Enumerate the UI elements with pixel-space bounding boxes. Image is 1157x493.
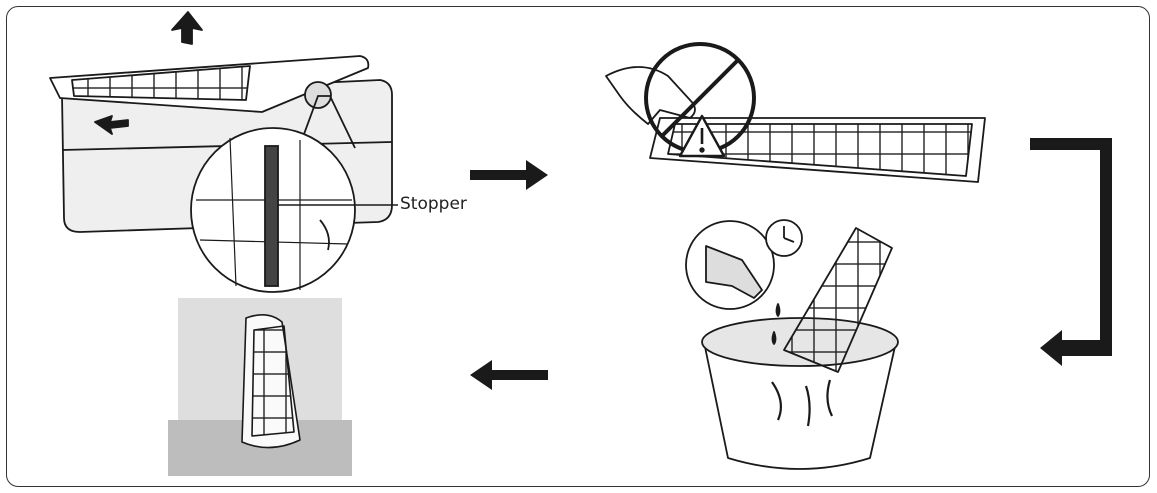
stopper-callout [190,95,398,293]
stopper-label: Stopper [400,194,467,214]
step3-soak-bucket [685,219,899,470]
lift-arrow-icon [171,11,203,45]
hand-icon [605,66,696,125]
arrow-left-icon [470,360,548,390]
step1-filter-grid [71,65,251,101]
bracket-arrow-icon [1030,138,1112,366]
arrow-right-icon [470,160,548,190]
step4-drying-filter [168,298,352,476]
step2-filter-warning [605,42,986,183]
pull-arrow-icon [94,115,129,135]
